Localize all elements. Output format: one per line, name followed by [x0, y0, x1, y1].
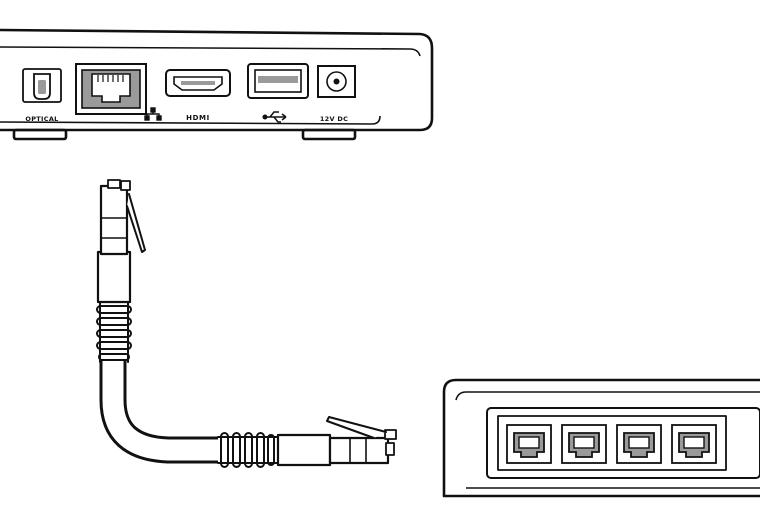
- usb-icon: [262, 111, 287, 123]
- set-top-box-body: [0, 28, 434, 132]
- cable-body-fill: [102, 349, 233, 461]
- power-port-label: 12V DC: [320, 115, 348, 123]
- set-top-box: [0, 28, 434, 141]
- router-port-panel: [486, 407, 760, 479]
- power-port: [317, 65, 356, 98]
- ethernet-cable: [96, 179, 397, 468]
- top-rj45-plug: [96, 179, 146, 304]
- side-strain-relief: [217, 432, 281, 468]
- set-top-box-top-edge: [0, 46, 421, 57]
- router-body: [442, 378, 760, 498]
- router-port-panel-inner: [497, 415, 727, 471]
- router-lan-port-2: [561, 424, 607, 464]
- router-lan-port-1: [506, 424, 552, 464]
- hdmi-port-label: HDMI: [186, 114, 210, 122]
- top-strain-relief: [96, 299, 132, 363]
- router-lan-port-3: [616, 424, 662, 464]
- router-lan-port-4: [671, 424, 717, 464]
- set-top-box-foot-right: [301, 128, 357, 141]
- optical-port-label: OPTICAL: [25, 115, 58, 123]
- network-icon: [144, 107, 162, 121]
- hdmi-port: [165, 69, 231, 97]
- usb-port: [247, 63, 309, 99]
- side-rj45-plug: [276, 416, 397, 467]
- optical-port: [22, 68, 62, 103]
- router: [442, 378, 760, 498]
- set-top-box-foot-left: [12, 128, 68, 141]
- set-top-box-bottom-edge: [0, 115, 381, 125]
- router-top-edge: [455, 391, 760, 401]
- ethernet-port: [75, 63, 147, 115]
